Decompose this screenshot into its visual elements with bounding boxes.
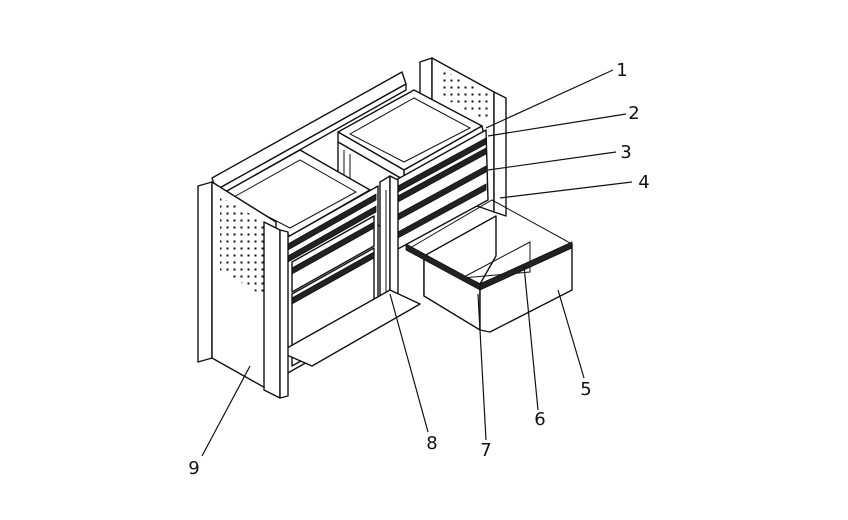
base-rail [279,289,421,367]
callout-labels: 1 2 3 4 5 6 7 8 9 [188,60,649,479]
callout-2: 2 [628,103,639,124]
callout-9: 9 [188,458,199,479]
center-divider [379,175,399,319]
callout-6: 6 [534,409,545,430]
left-end-panel [197,181,289,399]
callout-8: 8 [426,433,437,454]
callout-7: 7 [480,440,491,461]
callout-5: 5 [580,379,591,400]
callout-4: 4 [638,172,649,193]
callout-3: 3 [620,142,631,163]
pulled-out-drawer [405,199,574,333]
leader-lines [201,69,633,457]
callout-1: 1 [616,60,627,81]
